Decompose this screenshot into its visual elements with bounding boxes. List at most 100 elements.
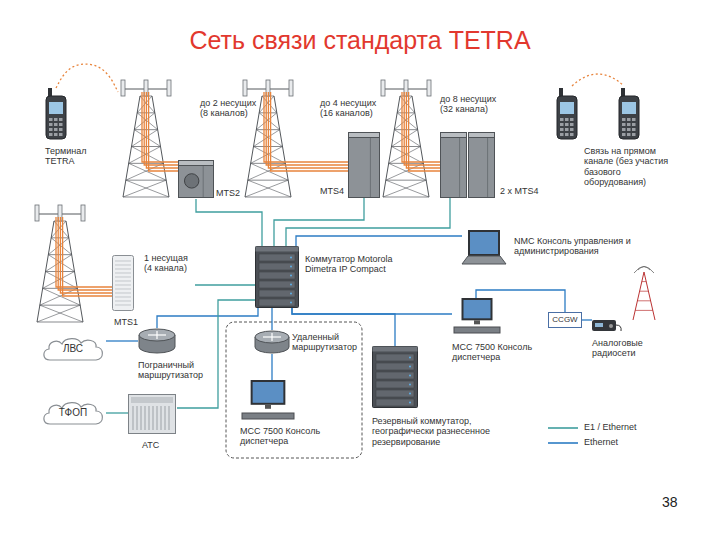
legend-row: E1 / Ethernet	[548, 420, 637, 435]
mts1-fin	[115, 293, 131, 294]
rack-led	[290, 302, 292, 304]
rack-led	[290, 284, 292, 286]
text-slot: Коммутатор Motorola Dimetra IP Compact	[305, 254, 413, 275]
tower-icon	[118, 80, 178, 198]
tower-brace	[259, 113, 280, 130]
handset-key	[570, 118, 574, 121]
tower-icon	[240, 80, 348, 198]
cabinetFan-icon	[178, 160, 214, 198]
handset-body	[619, 96, 639, 139]
node-label: Пограничный маршрутизатор	[138, 360, 218, 381]
mast-leg	[633, 272, 644, 320]
handset-key	[565, 118, 569, 121]
pbx-card	[161, 406, 162, 430]
handset-body	[557, 96, 577, 139]
handset-key	[565, 123, 569, 126]
rack-led	[409, 384, 411, 386]
base-station-node: 1 несущая (4 канала)MTS1	[32, 205, 195, 328]
tower-brace	[137, 113, 158, 130]
pbx-card	[157, 406, 158, 430]
workstation-icon	[240, 380, 296, 420]
node-label: MCC 7500 Консоль диспетчера	[240, 426, 340, 447]
mts1-fin	[115, 285, 131, 286]
antenna	[381, 80, 385, 96]
handset-key	[565, 128, 569, 131]
rack-panel	[376, 372, 414, 379]
tower-brace	[392, 147, 424, 164]
pbx-node: АТС	[128, 394, 177, 451]
network-link	[582, 319, 592, 320]
node-label: MTS1	[114, 317, 140, 327]
rack-top	[256, 247, 299, 252]
terminal-node: Терминал TETRA	[45, 88, 96, 167]
handset-screen	[49, 102, 63, 114]
switch-node: Коммутатор Motorola Dimetra IP Compact	[255, 246, 414, 308]
mts1-fin	[115, 277, 131, 278]
tower-brace	[248, 180, 291, 197]
cabinet-body	[441, 133, 467, 198]
mts1-fin	[115, 265, 131, 266]
mast-leg	[644, 272, 655, 320]
router-arrow	[271, 333, 272, 341]
antenna	[121, 80, 125, 96]
base-station-node: до 4 несущих (16 каналов) MTS4	[240, 80, 387, 198]
legend-line-sample	[548, 442, 578, 444]
handset-key	[570, 133, 574, 136]
cabinet-top	[441, 133, 467, 138]
handset-key	[627, 133, 631, 136]
pbx-card	[169, 406, 170, 430]
node-label: 2 x MTS4	[500, 186, 540, 196]
console-node: MCC 7500 Консоль диспетчера	[240, 380, 341, 447]
rack-led	[409, 375, 411, 377]
cabinet-icon	[348, 132, 380, 198]
legend-text: E1 / Ethernet	[584, 422, 637, 432]
keyboard	[242, 413, 294, 419]
feeder-cable	[402, 92, 440, 162]
text-slot: NMC Консоль управления и администрирован…	[514, 236, 644, 257]
tower-brace	[394, 130, 420, 147]
pbx-card	[145, 406, 146, 430]
handset-key	[49, 128, 53, 131]
text-slot: MTS4	[320, 186, 346, 196]
tower-brace	[386, 180, 429, 197]
tower-brace	[48, 255, 74, 272]
nmc-node: NMC Консоль управления и администрирован…	[462, 230, 645, 270]
handset-key	[632, 118, 636, 121]
laptop-base	[462, 256, 506, 264]
text-slot: ТФОП	[40, 400, 106, 426]
tower-icon	[32, 205, 112, 323]
cabinet-top	[469, 133, 495, 138]
text-slot: ЛВС	[40, 336, 106, 362]
page-number: 38	[662, 494, 678, 510]
tower-brace	[126, 180, 169, 197]
feeder-cable	[149, 92, 178, 171]
handset-key	[622, 128, 626, 131]
router-top	[255, 331, 289, 343]
monitor-frame	[462, 298, 493, 320]
rack-icon	[255, 246, 299, 308]
antenna	[35, 205, 39, 221]
workstation-icon	[452, 298, 502, 334]
text-slot: MCC 7500 Консоль диспетчера	[452, 342, 548, 363]
text-slot: MCC 7500 Консоль диспетчера	[240, 426, 340, 447]
text-slot: до 4 несущих (16 каналов)	[320, 98, 386, 119]
handset-key	[560, 133, 564, 136]
rack-panel	[376, 390, 414, 397]
network-link	[271, 308, 272, 330]
title: Сеть связи стандарта TETRA	[189, 26, 530, 55]
antenna	[81, 205, 85, 221]
tower-brace	[256, 130, 282, 147]
pbx-card	[137, 406, 138, 430]
laptop-display	[470, 232, 498, 254]
legend-swatch	[548, 438, 578, 448]
tower-brace	[248, 180, 288, 181]
base-station-node: до 8 несущих (32 канала)2 x MTS4	[378, 80, 540, 198]
rack-panel	[259, 254, 295, 261]
direct-mode-link	[572, 74, 624, 86]
router-arrow	[156, 331, 157, 339]
radio-cord	[616, 325, 621, 331]
handset-key	[59, 128, 63, 131]
handset-body	[46, 96, 66, 139]
pbx-card	[141, 406, 142, 430]
